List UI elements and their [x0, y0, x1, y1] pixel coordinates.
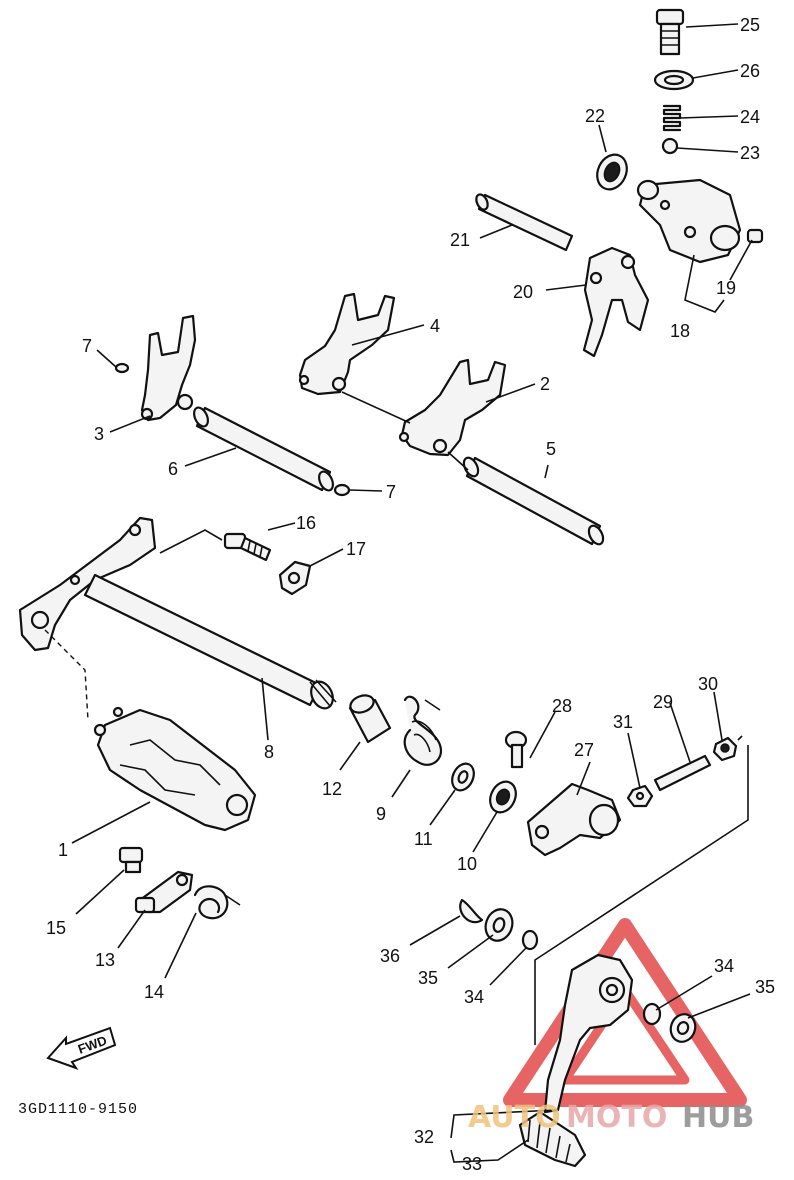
- callout-21: 21: [450, 230, 470, 250]
- part-oil-seal-10: [489, 780, 517, 814]
- part-shift-lever-assembly-18: [636, 178, 742, 264]
- part-oil-seal-22: [596, 153, 628, 191]
- part-washer-35b: [669, 1013, 697, 1043]
- part-shift-arm-27: [526, 782, 622, 857]
- part-circlip-36: [459, 898, 484, 924]
- callout-36: 36: [380, 946, 400, 966]
- part-pin-19: [746, 228, 764, 244]
- leader-lines: [71, 23, 753, 1163]
- part-stopper-17: [278, 560, 312, 596]
- part-washer-26: [653, 69, 695, 91]
- fwd-arrow-icon: FWD: [46, 1026, 117, 1070]
- callout-10: 10: [457, 854, 477, 874]
- part-bolt-25: [655, 8, 685, 56]
- part-circlip-7a: [114, 362, 130, 374]
- callout-6: 6: [168, 459, 178, 479]
- callout-34b: 34: [714, 956, 734, 976]
- part-washer-11: [451, 762, 475, 792]
- callout-3: 3: [94, 424, 104, 444]
- part-nut-31: [626, 784, 654, 808]
- part-bolt-16: [223, 532, 272, 562]
- part-bolt-28: [504, 730, 528, 769]
- callout-31: 31: [613, 712, 633, 732]
- callout-2: 2: [540, 374, 550, 394]
- callout-7b: 7: [386, 482, 396, 502]
- callout-1: 1: [58, 840, 68, 860]
- part-shift-fork-guide-bar-21: [475, 193, 574, 252]
- part-nut-30: [712, 736, 738, 762]
- callout-14: 14: [144, 982, 164, 1002]
- callout-32: 32: [414, 1127, 434, 1147]
- callout-24: 24: [740, 107, 760, 127]
- callout-29: 29: [653, 692, 673, 712]
- callout-9: 9: [376, 804, 386, 824]
- part-shift-drum-1: [93, 706, 257, 832]
- callout-4: 4: [430, 316, 440, 336]
- callout-35b: 35: [755, 977, 775, 997]
- callout-17: 17: [346, 539, 366, 559]
- part-stopper-lever-13: [134, 870, 194, 914]
- part-return-spring-9: [403, 695, 443, 766]
- callout-28: 28: [552, 696, 572, 716]
- watermark-text: AUTO MOTO HUB: [468, 1100, 754, 1135]
- callout-33: 33: [462, 1154, 482, 1174]
- part-collar-12: [348, 694, 392, 744]
- callout-13: 13: [95, 950, 115, 970]
- callout-labels: 25 26 24 23 22 21 20 19 18 4 2 7 3 6 7 5…: [46, 15, 775, 1174]
- callout-30: 30: [698, 674, 718, 694]
- callout-22: 22: [585, 106, 605, 126]
- part-spring-24: [662, 104, 682, 132]
- part-shift-fork-guide-bar-6: [193, 406, 334, 492]
- callout-25: 25: [740, 15, 760, 35]
- part-shift-shaft-8: [18, 516, 337, 710]
- part-shift-fork-2: [398, 358, 507, 457]
- callout-27: 27: [574, 740, 594, 760]
- watermark-hub: HUB: [682, 1100, 754, 1135]
- diagram-code: 3GD1110-9150: [18, 1101, 138, 1118]
- part-ball-23: [661, 137, 679, 155]
- part-bolt-15: [118, 846, 144, 874]
- callout-20: 20: [513, 282, 533, 302]
- part-pedal-rubber-33: [518, 1110, 587, 1168]
- callout-7a: 7: [82, 336, 92, 356]
- part-shift-pedal-32: [543, 953, 634, 1114]
- callout-16: 16: [296, 513, 316, 533]
- part-washer-35a: [484, 908, 514, 942]
- callout-12: 12: [322, 779, 342, 799]
- part-shift-fork-guide-bar-5: [462, 456, 605, 546]
- callout-34a: 34: [464, 987, 484, 1007]
- part-shift-fork-20: [582, 246, 650, 358]
- watermark-auto: AUTO: [468, 1100, 561, 1135]
- callout-18: 18: [670, 321, 690, 341]
- part-o-ring-34a: [521, 929, 539, 951]
- part-shift-rod-29: [653, 754, 712, 792]
- callout-11: 11: [414, 829, 433, 849]
- part-circlip-7b: [333, 483, 351, 497]
- callout-35a: 35: [418, 968, 438, 988]
- part-o-ring-34b: [642, 1002, 662, 1026]
- callout-15: 15: [46, 918, 66, 938]
- callout-26: 26: [740, 61, 760, 81]
- part-shift-fork-3: [140, 314, 197, 422]
- part-spring-14: [193, 885, 241, 920]
- callout-23: 23: [740, 143, 760, 163]
- callout-8: 8: [264, 742, 274, 762]
- part-shift-fork-4: [298, 292, 396, 396]
- callout-5: 5: [546, 439, 556, 459]
- watermark-moto: MOTO: [566, 1100, 667, 1135]
- callout-19: 19: [716, 278, 736, 298]
